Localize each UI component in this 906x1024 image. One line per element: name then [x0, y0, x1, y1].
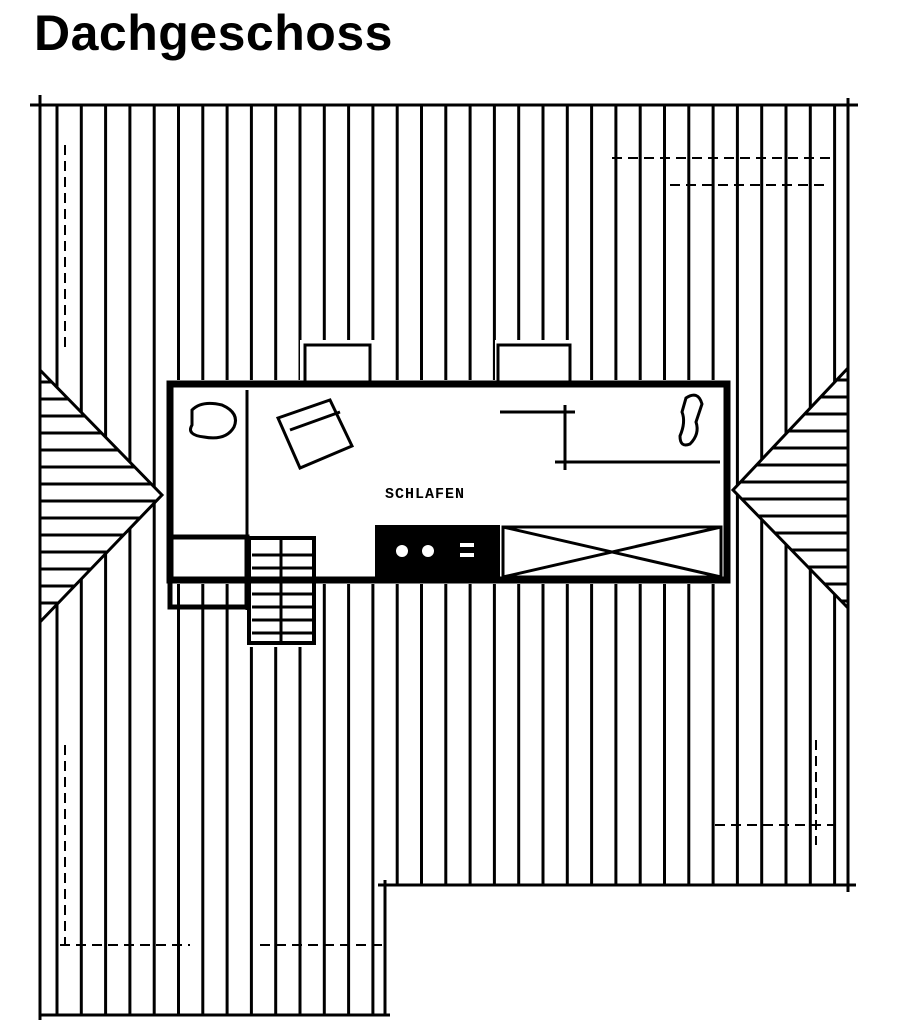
furniture: [189, 393, 720, 470]
dimension-marks: [60, 145, 835, 946]
plan-title: Dachgeschoss: [34, 5, 393, 61]
dormer-windows: [303, 343, 572, 385]
left-hip-roof: [40, 380, 162, 622]
burner-icon: [422, 545, 434, 557]
staircase: [247, 536, 316, 645]
right-hip-roof: [733, 378, 848, 603]
room-walls: [166, 380, 731, 610]
stove-counter: [375, 525, 500, 577]
burner-icon: [396, 545, 408, 557]
room-label: SCHLAFEN: [385, 486, 465, 503]
roof-outline: [30, 95, 858, 1020]
bathtub-area: [501, 525, 723, 579]
